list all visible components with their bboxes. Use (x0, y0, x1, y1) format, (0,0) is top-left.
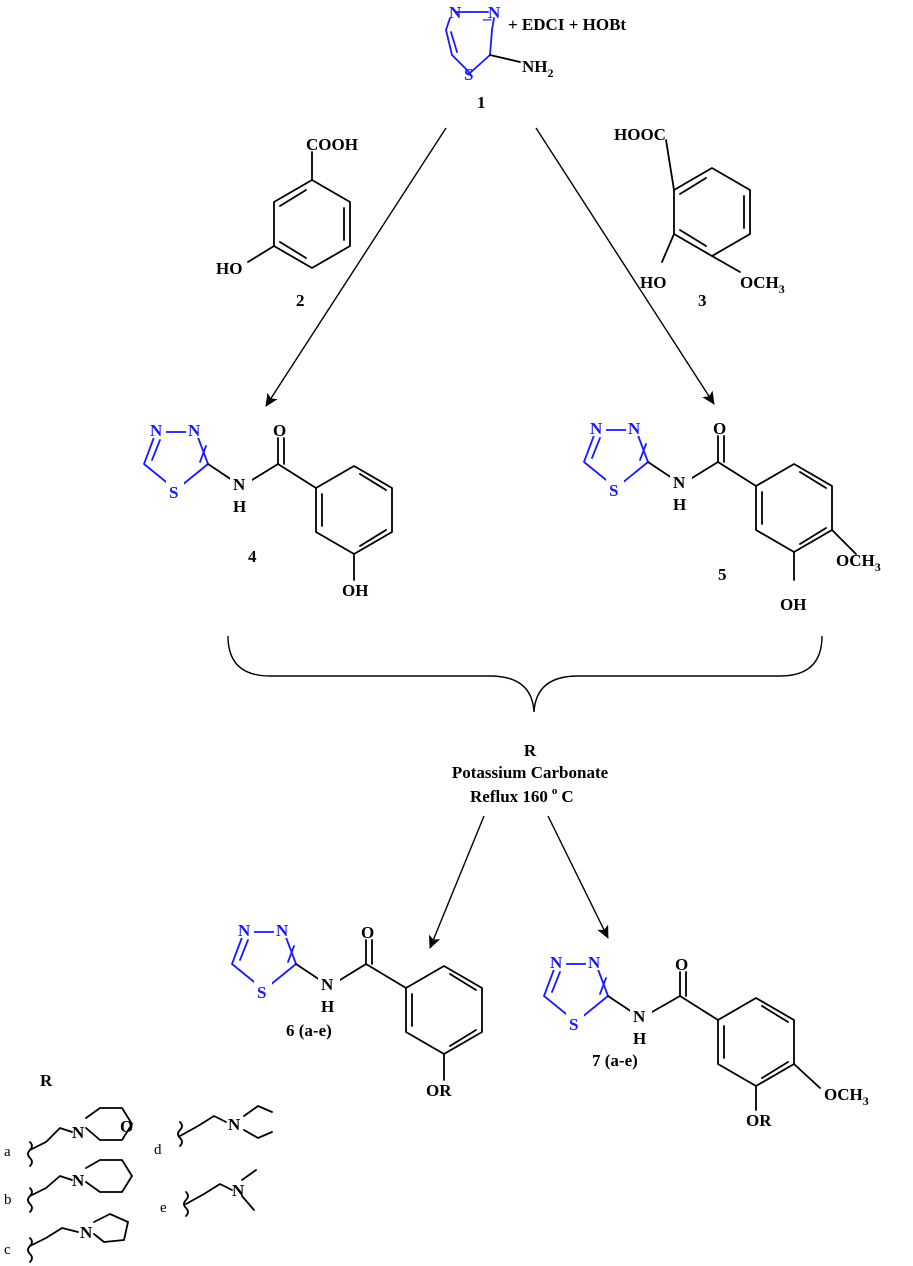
atom-n: N (488, 3, 501, 22)
wavy-bond-icon (27, 1237, 33, 1263)
atom-n: N (188, 421, 201, 440)
atom-n: N (72, 1123, 85, 1142)
atom-s: S (464, 65, 473, 84)
bond-n-n: – (482, 9, 492, 28)
hooc-label: HOOC (614, 125, 666, 144)
oh-label: HO (640, 273, 666, 292)
compound-number-6: 6 (a-e) (286, 1021, 332, 1040)
arrow-to-4 (265, 127, 447, 407)
reagents-label: + EDCI + HOBt (508, 15, 626, 34)
or-label: OR (426, 1081, 452, 1100)
compound-1-thiadiazole-amine: N N – S NH2 + EDCI + HOBt 1 (445, 3, 626, 112)
wavy-bond-icon (177, 1121, 183, 1147)
och3-label: OCH3 (740, 273, 785, 296)
atom-s: S (257, 983, 266, 1002)
wavy-bond-icon (27, 1141, 33, 1167)
atom-o: O (120, 1117, 133, 1136)
atom-n: N (321, 975, 334, 994)
atom-s: S (569, 1015, 578, 1034)
legend-key: b (4, 1192, 12, 1208)
amine-label: NH2 (522, 57, 554, 80)
atom-h: H (633, 1029, 646, 1048)
atom-n: N (588, 953, 601, 972)
atom-h: H (673, 495, 686, 514)
wavy-bond-icon (27, 1187, 33, 1213)
compound-number-3: 3 (698, 291, 707, 310)
compound-number-1: 1 (477, 93, 486, 112)
atom-n: N (633, 1007, 646, 1026)
atom-o: O (361, 923, 374, 942)
legend-key: e (160, 1200, 167, 1216)
compound-5: N N S N H O OH OCH3 5 (583, 416, 881, 614)
compound-number-4: 4 (248, 547, 257, 566)
atom-n: N (449, 3, 462, 22)
atom-n: N (628, 419, 641, 438)
atom-o: O (675, 955, 688, 974)
compound-number-5: 5 (718, 565, 727, 584)
atom-n: N (228, 1115, 241, 1134)
atom-s: S (609, 481, 618, 500)
oh-label: OH (342, 581, 368, 600)
atom-h: H (233, 497, 246, 516)
atom-o: O (713, 419, 726, 438)
och3-label: OCH3 (824, 1085, 869, 1108)
atom-n: N (233, 475, 246, 494)
arrow-to-5 (535, 127, 715, 405)
condition-r: R (524, 741, 537, 760)
wavy-bond-icon (183, 1191, 189, 1217)
legend-title: R (40, 1071, 53, 1090)
atom-o: O (273, 421, 286, 440)
atom-n: N (550, 953, 563, 972)
legend-item-e: e N (160, 1169, 257, 1217)
compound-3-hydroxymethoxybenzoic-acid: HOOC HO OCH3 3 (614, 125, 785, 310)
arrow-to-7 (547, 815, 609, 939)
atom-n: N (150, 421, 163, 440)
atom-n: N (72, 1171, 85, 1190)
r-group-legend: R a N O b N c N d (4, 1071, 273, 1263)
legend-item-a: a N O (4, 1107, 133, 1167)
atom-n: N (232, 1181, 245, 1200)
or-label: OR (746, 1111, 772, 1130)
ho-label: HO (216, 259, 242, 278)
compound-2-hydroxybenzoic-acid: COOH HO 2 (216, 135, 358, 310)
atom-n: N (590, 419, 603, 438)
legend-key: d (154, 1142, 162, 1158)
atom-h: H (321, 997, 334, 1016)
legend-item-c: c N (4, 1213, 129, 1263)
atom-n: N (80, 1223, 93, 1242)
atom-n: N (238, 921, 251, 940)
legend-key: c (4, 1242, 11, 1258)
legend-item-d: d N (154, 1105, 273, 1158)
legend-item-b: b N (4, 1159, 133, 1213)
atom-n: N (276, 921, 289, 940)
compound-number-2: 2 (296, 291, 305, 310)
arrow-to-6 (428, 815, 485, 949)
oh-label: OH (780, 595, 806, 614)
atom-s: S (169, 483, 178, 502)
och3-label: OCH3 (836, 551, 881, 574)
curly-brace (227, 635, 823, 713)
compound-6: N N S N H O OR 6 (a-e) (231, 918, 483, 1100)
legend-key: a (4, 1144, 11, 1160)
compound-4: N N S N H O OH 4 (143, 418, 393, 600)
compound-7: N N S N H O OR OCH3 7 (a-e) (543, 950, 869, 1130)
condition-base: Potassium Carbonate (452, 763, 609, 782)
compound-number-7: 7 (a-e) (592, 1051, 638, 1070)
atom-n: N (673, 473, 686, 492)
cooh-label: COOH (306, 135, 358, 154)
